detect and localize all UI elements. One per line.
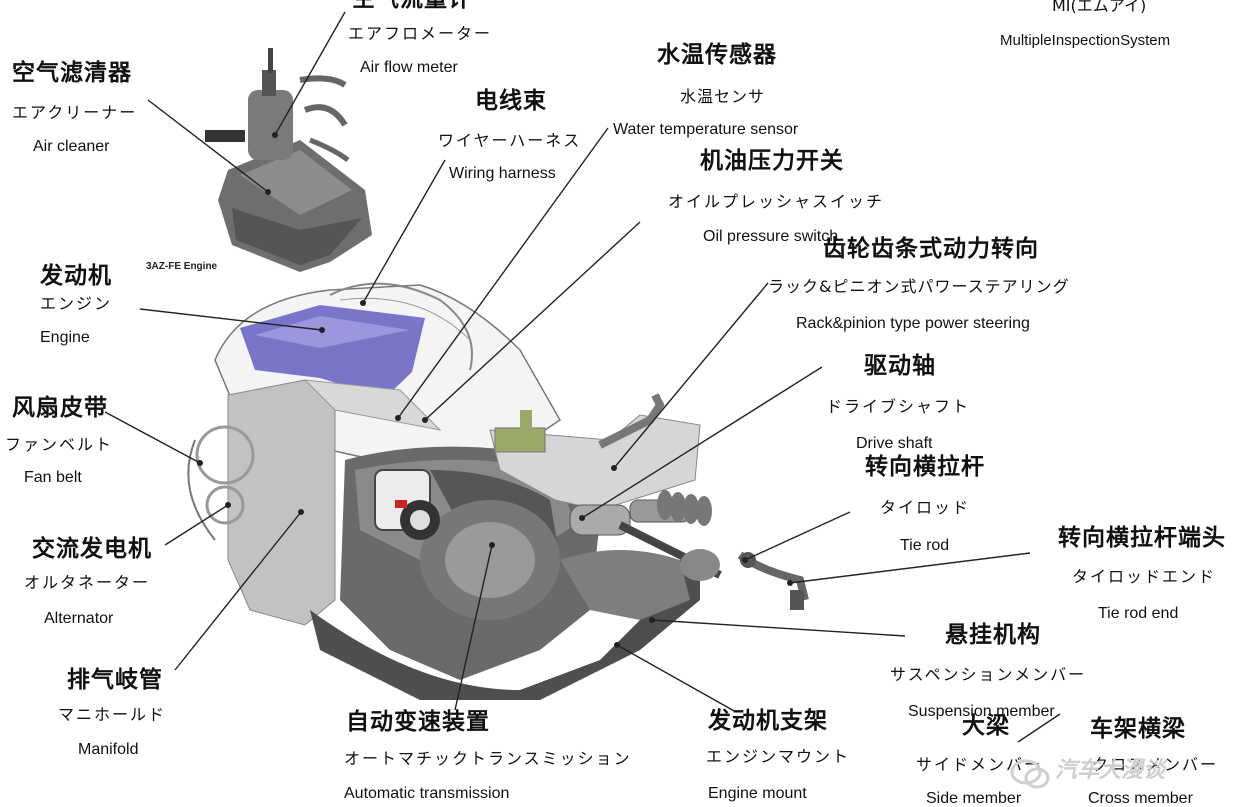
engine-mount-ja: エンジンマウント (706, 747, 851, 766)
air-cleaner-illustration (205, 48, 372, 272)
air-flow-meter-zh: 空气流量计 (352, 0, 472, 11)
air-cleaner-en: Air cleaner (33, 138, 110, 155)
drive-shaft-zh: 驱动轴 (864, 353, 936, 379)
air-flow-meter-ja: エアフロメーター (348, 24, 493, 43)
manifold-ja: マニホールド (58, 705, 167, 724)
manifold-zh: 排气岐管 (67, 667, 163, 693)
mis-ja: MI(エムアイ) (1052, 0, 1147, 15)
auto-trans-en: Automatic transmission (344, 785, 510, 802)
alternator-zh: 交流发电机 (32, 536, 152, 562)
steering-ja: ラック&ピニオン式パワーステアリング (768, 277, 1070, 296)
engine-mount-zh: 发动机支架 (708, 708, 828, 734)
alternator-ja: オルタネーター (24, 573, 151, 592)
tie-rod-ja: タイロッド (880, 498, 971, 517)
cross-member-zh: 车架横梁 (1090, 716, 1186, 742)
engine-mount-en: Engine mount (708, 785, 807, 802)
leader-lines (104, 11, 1061, 743)
air-flow-meter-en: Air flow meter (360, 59, 458, 76)
drive-shaft-ja: ドライブシャフト (826, 397, 971, 416)
alternator-en: Alternator (44, 610, 114, 627)
cross-member-en: Cross member (1088, 790, 1193, 807)
steering-zh: 齿轮齿条式动力转向 (823, 236, 1039, 262)
water-temp-zh: 水温传感器 (657, 42, 777, 68)
suspension-ja: サスペンションメンバー (890, 665, 1087, 684)
engine-caption: 3AZ-FE Engine (146, 261, 218, 272)
suspension-en: Suspension member (908, 703, 1055, 720)
drive-shaft-en: Drive shaft (856, 435, 933, 452)
auto-trans-zh: 自动变速装置 (346, 709, 490, 735)
air-cleaner-ja: エアクリーナー (12, 103, 138, 122)
side-member-en: Side member (926, 790, 1022, 807)
wechat-icon (1010, 759, 1050, 789)
mis-en: MultipleInspectionSystem (1000, 32, 1171, 49)
fan-belt-zh: 风扇皮带 (12, 395, 108, 421)
watermark-text: 汽车大漫谈 (1055, 758, 1166, 783)
side-member-zh: 大梁 (962, 713, 1010, 739)
oil-pressure-ja: オイルプレッシャスイッチ (668, 192, 885, 211)
transmission-illustration (310, 446, 700, 700)
wiring-ja: ワイヤーハーネス (438, 131, 582, 150)
suspension-zh: 悬挂机构 (945, 622, 1041, 648)
leader-dots (197, 132, 793, 648)
oil-pressure-en: Oil pressure switch (703, 228, 839, 245)
water-temp-ja: 水温センサ (680, 87, 766, 106)
steering-rack-illustration (489, 393, 809, 610)
engine-illustration-body (187, 282, 561, 626)
cross-member-ja: クロスメンバー (1092, 755, 1219, 774)
manifold-en: Manifold (78, 741, 139, 758)
tie-rod-end-en: Tie rod end (1098, 605, 1179, 622)
fan-belt-ja: ファンベルト (5, 435, 114, 454)
wiring-zh: 电线束 (475, 88, 547, 114)
oil-pressure-zh: 机油压力开关 (700, 148, 844, 174)
tie-rod-en: Tie rod (900, 537, 950, 554)
fan-belt-en: Fan belt (24, 469, 82, 486)
steering-en: Rack&pinion type power steering (796, 315, 1030, 332)
engine-zh: 发动机 (40, 263, 112, 289)
air-cleaner-zh: 空气滤清器 (12, 60, 132, 86)
tie-rod-end-zh: 转向横拉杆端头 (1058, 525, 1226, 551)
engine-en: Engine (40, 329, 90, 346)
water-temp-en: Water temperature sensor (613, 121, 799, 138)
side-member-ja: サイドメンバー (916, 755, 1043, 774)
bellows (657, 490, 712, 526)
engine-ja: エンジン (40, 294, 113, 313)
auto-trans-ja: オートマチックトランスミッション (344, 749, 632, 768)
tie-rod-end-ja: タイロッドエンド (1072, 567, 1217, 586)
wiring-en: Wiring harness (449, 165, 556, 182)
tie-rod-zh: 转向横拉杆 (865, 454, 985, 480)
